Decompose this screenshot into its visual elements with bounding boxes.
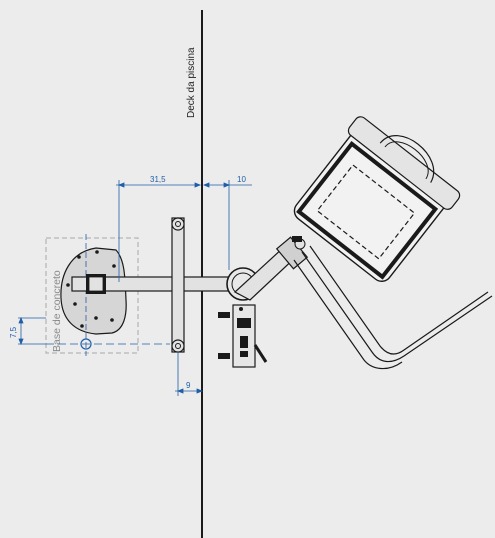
dimension-10 [202,180,252,270]
dimension-31-5 [116,180,202,282]
seat-assembly [293,116,461,282]
concrete-base-label: Base de concreto [51,270,63,352]
dimension-7-5 [18,316,46,346]
dimension-label-9: 9 [186,381,191,390]
dimension-label-7-5: 7,5 [9,326,18,338]
cross-tube [171,217,185,353]
dimension-label-31-5: 31,5 [150,175,166,184]
dimension-9 [175,352,204,396]
center-point [80,338,92,350]
dimension-label-10: 10 [237,175,246,184]
actuator-arm [233,236,309,301]
concrete-base-outline [45,237,139,354]
lift-arm [71,274,237,294]
control-box [218,304,268,368]
footrest-frame [293,245,493,370]
deck-label: Deck da piscina [186,47,197,118]
